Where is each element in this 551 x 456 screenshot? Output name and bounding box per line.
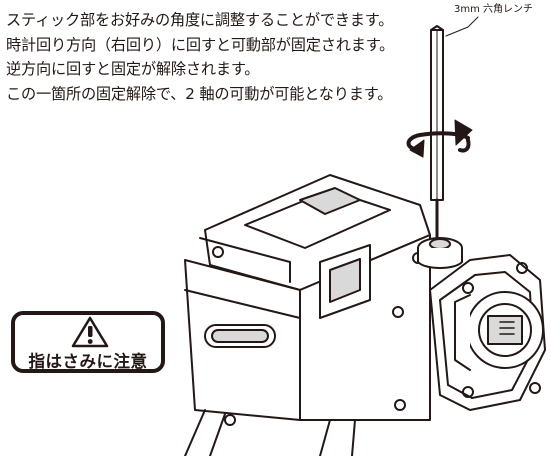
wrench-callout-label: 3mm 六角レンチ: [454, 4, 534, 15]
housing-body: [184, 174, 431, 426]
callout-leader-line: [445, 16, 479, 37]
hex-wrench-icon: [430, 25, 444, 242]
rotating-plate: [429, 254, 546, 411]
instruction-text: スティック部をお好みの角度に調整することができます。時計回り方向（右回り）に回す…: [6, 8, 396, 106]
pinch-warning-label: 指はさみに注意: [11, 311, 165, 373]
instruction-paragraph-1: スティック部をお好みの角度に調整することができます。時計回り方向（右回り）に回す…: [6, 11, 395, 78]
instruction-paragraph-2: この一箇所の固定解除で、2 軸の可動が可能となります。: [6, 84, 393, 103]
warning-triangle-icon: [71, 316, 109, 348]
base-legs: [184, 409, 356, 456]
rotate-clockwise-arrow-icon: [406, 119, 473, 158]
warning-text: 指はさみに注意: [28, 352, 148, 371]
lock-knob: [417, 237, 463, 269]
